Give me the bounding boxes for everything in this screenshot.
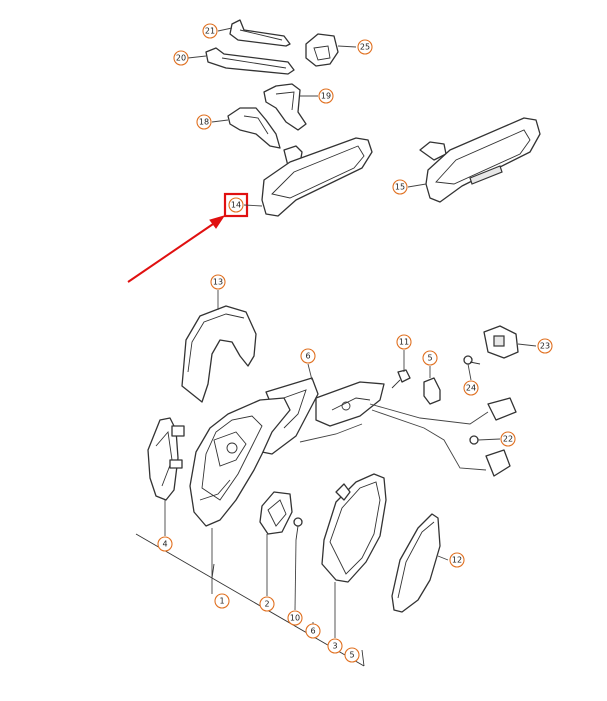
callout-20: 20 — [173, 50, 189, 66]
callout-23: 23 — [537, 338, 553, 354]
part-5-clip — [423, 377, 441, 405]
svg-text:12: 12 — [452, 556, 462, 565]
connector-plug — [487, 397, 517, 421]
part-20-cover-strip — [205, 47, 295, 75]
part-23-connector — [483, 325, 519, 359]
callout-6-top: 6 — [300, 348, 316, 364]
svg-text:15: 15 — [395, 183, 405, 192]
callout-24: 24 — [463, 380, 479, 396]
callout-12: 12 — [449, 552, 465, 568]
svg-text:19: 19 — [321, 92, 331, 101]
callout-5-top: 5 — [422, 350, 438, 366]
part-21-cover — [229, 19, 291, 47]
part-12-glass — [391, 513, 441, 613]
svg-text:5: 5 — [349, 651, 354, 660]
callout-6-bottom: 6 — [305, 623, 321, 639]
svg-text:22: 22 — [503, 435, 513, 444]
highlight-arrow — [127, 215, 226, 283]
callout-13: 13 — [210, 274, 226, 290]
callout-25: 25 — [357, 39, 373, 55]
mirror-base — [315, 381, 385, 427]
svg-text:4: 4 — [162, 540, 167, 549]
part-11-screw — [391, 369, 411, 389]
part-25-sensor — [305, 33, 339, 67]
leader-lines — [164, 27, 537, 638]
svg-text:25: 25 — [360, 43, 370, 52]
svg-text:11: 11 — [399, 338, 409, 347]
svg-text:5: 5 — [427, 354, 432, 363]
svg-text:2: 2 — [264, 600, 269, 609]
cable-harness — [299, 403, 489, 471]
part-24-screw — [463, 355, 481, 365]
svg-text:1: 1 — [219, 597, 224, 606]
part-4-turn-signal — [147, 417, 185, 501]
svg-text:3: 3 — [332, 642, 337, 651]
part-18-cover — [227, 107, 281, 149]
callout-14: 14 — [228, 197, 244, 213]
part-1-mirror-housing — [189, 397, 291, 527]
callout-3: 3 — [327, 638, 343, 654]
callout-18: 18 — [196, 114, 212, 130]
svg-text:23: 23 — [540, 342, 550, 351]
svg-text:24: 24 — [466, 384, 476, 393]
callout-5-bottom: 5 — [344, 647, 360, 663]
part-15-interior-mirror — [419, 117, 541, 203]
callout-4: 4 — [157, 536, 173, 552]
callout-10: 10 — [287, 610, 303, 626]
svg-text:20: 20 — [176, 54, 186, 63]
part-2-motor — [259, 491, 293, 535]
svg-text:21: 21 — [205, 27, 215, 36]
svg-text:14: 14 — [231, 201, 241, 210]
svg-text:10: 10 — [290, 614, 300, 623]
callout-11: 11 — [396, 334, 412, 350]
part-10-screw — [293, 517, 303, 541]
callout-22: 22 — [500, 431, 516, 447]
callout-15: 15 — [392, 179, 408, 195]
svg-text:13: 13 — [213, 278, 223, 287]
callout-21: 21 — [202, 23, 218, 39]
callout-19: 19 — [318, 88, 334, 104]
callout-1: 1 — [214, 593, 230, 609]
part-3-mirror-glass — [321, 473, 387, 583]
part-13-mirror-cap — [181, 305, 257, 403]
svg-text:6: 6 — [305, 352, 310, 361]
part-14-interior-mirror — [261, 137, 373, 217]
svg-text:6: 6 — [310, 627, 315, 636]
svg-text:18: 18 — [199, 118, 209, 127]
callout-2: 2 — [259, 596, 275, 612]
part-19-cover — [263, 83, 307, 131]
